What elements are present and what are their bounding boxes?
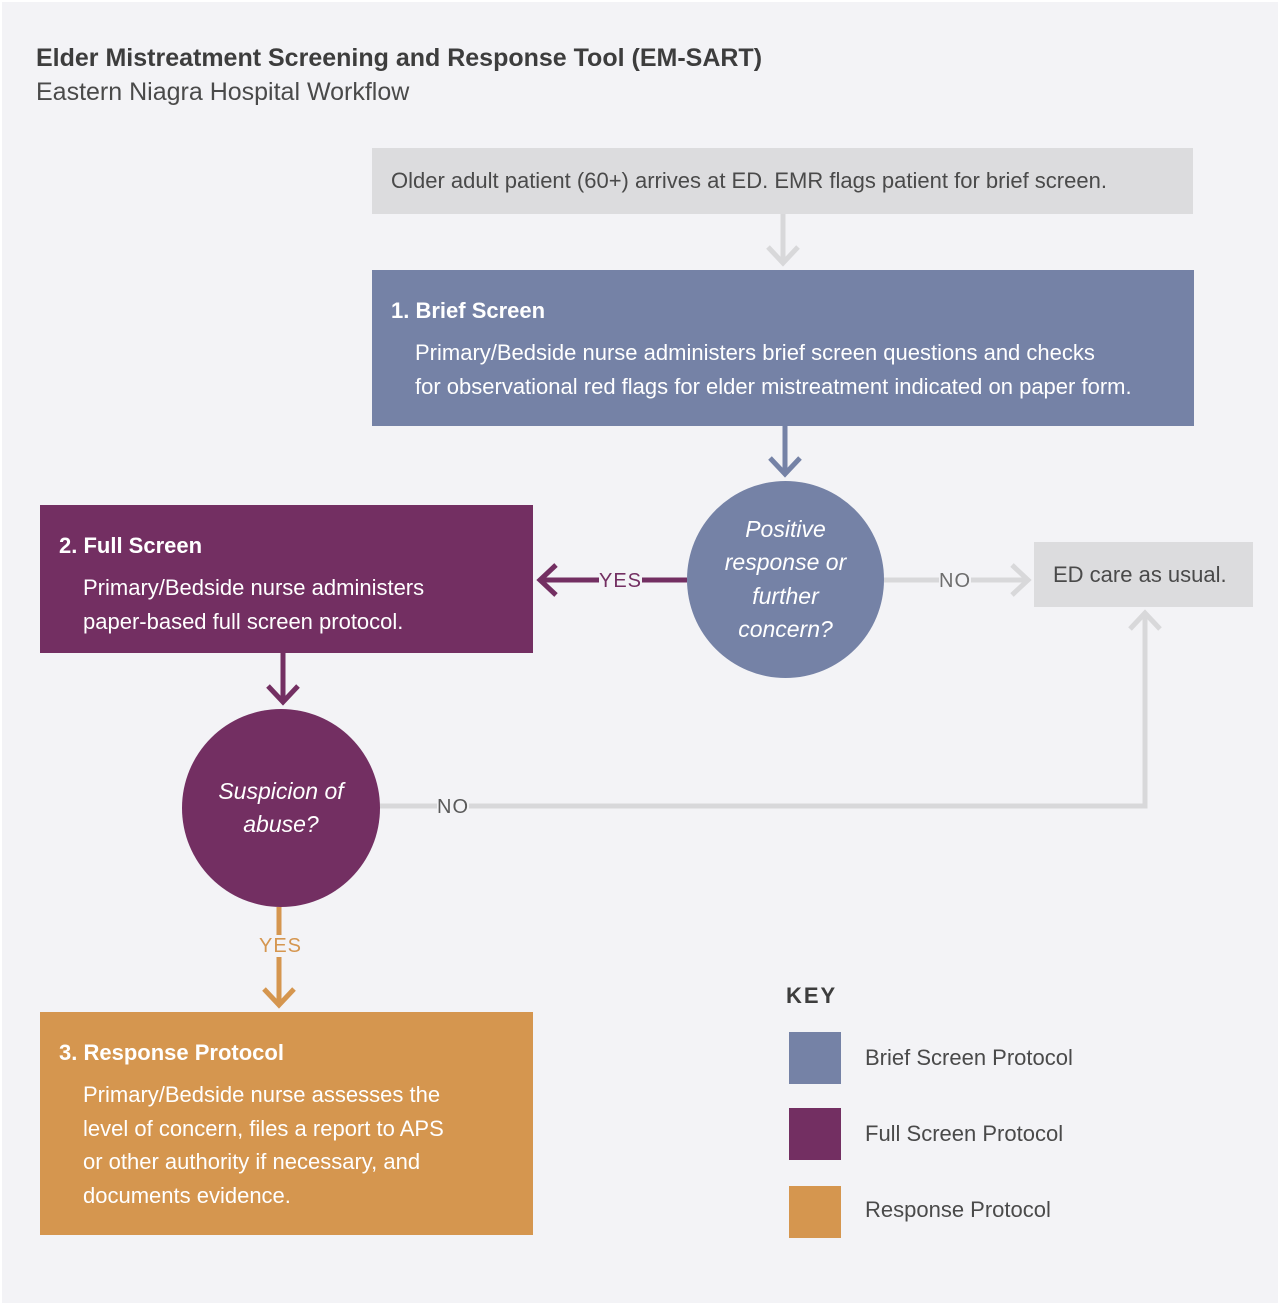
ed-care-text: ED care as usual. [1053,561,1227,587]
response-protocol-line: level of concern, files a report to APS [83,1115,444,1141]
start-node-text: Older adult patient (60+) arrives at ED.… [391,168,1107,193]
key-swatch-response [789,1186,841,1238]
response-protocol-line: documents evidence. [83,1182,291,1208]
decision-abuse-line: Suspicion of [218,777,344,804]
key-label-response: Response Protocol [865,1197,1051,1222]
full-screen-body: Primary/Bedside nurse administers paper-… [83,571,521,638]
brief-screen-node: 1. Brief Screen Primary/Bedside nurse ad… [372,270,1194,426]
key-label-full: Full Screen Protocol [865,1121,1064,1146]
response-protocol-line: or other authority if necessary, and [83,1149,421,1174]
full-screen-node: 2. Full Screen Primary/Bedside nurse adm… [40,505,533,653]
arrow-full-to-abuse [266,653,300,706]
brief-screen-title: 1. Brief Screen [391,298,546,323]
edge-label-yes-full: YES [599,570,643,592]
arrow-abuse-to-usual [380,609,1162,809]
edge-label-no-usual: NO [939,570,971,592]
edge-label-yes-abuse: YES [259,935,303,957]
full-screen-line: Primary/Bedside nurse administers [83,575,425,600]
key-swatch-full [789,1108,841,1160]
decision-positive-line: concern? [738,616,833,642]
key-swatch-brief [789,1032,841,1084]
decision-suspicion-of-abuse: Suspicion of abuse? [182,709,380,907]
decision-positive-line: Positive [745,515,826,542]
decision-positive-line: response or [724,549,847,575]
decision-positive-response: Positive response or further concern? [687,481,884,678]
response-protocol-line: Primary/Bedside nurse assesses the [83,1082,441,1107]
key-label-brief: Brief Screen Protocol [865,1045,1073,1070]
ed-care-node: ED care as usual. [1034,542,1253,607]
arrow-start-to-brief [766,214,800,267]
brief-screen-line: Primary/Bedside nurse administers brief … [415,340,1095,365]
arrow-brief-to-decision [768,426,802,478]
decision-positive-line: further [752,582,819,609]
response-protocol-title: 3. Response Protocol [59,1040,284,1065]
start-node: Older adult patient (60+) arrives at ED.… [372,148,1193,214]
response-protocol-body: Primary/Bedside nurse assesses the level… [83,1078,521,1212]
decision-abuse-line: abuse? [243,811,319,837]
edge-label-no-abuse: NO [437,796,469,818]
full-screen-title: 2. Full Screen [59,533,203,558]
key-title: KEY [786,983,838,1008]
full-screen-line: paper-based full screen protocol. [83,608,404,634]
brief-screen-line: for observational red flags for elder mi… [415,373,1132,399]
page-title: Elder Mistreatment Screening and Respons… [36,44,763,72]
response-protocol-node: 3. Response Protocol Primary/Bedside nur… [40,1012,533,1235]
page-subtitle: Eastern Niagra Hospital Workflow [36,78,410,106]
brief-screen-body: Primary/Bedside nurse administers brief … [415,336,1182,403]
